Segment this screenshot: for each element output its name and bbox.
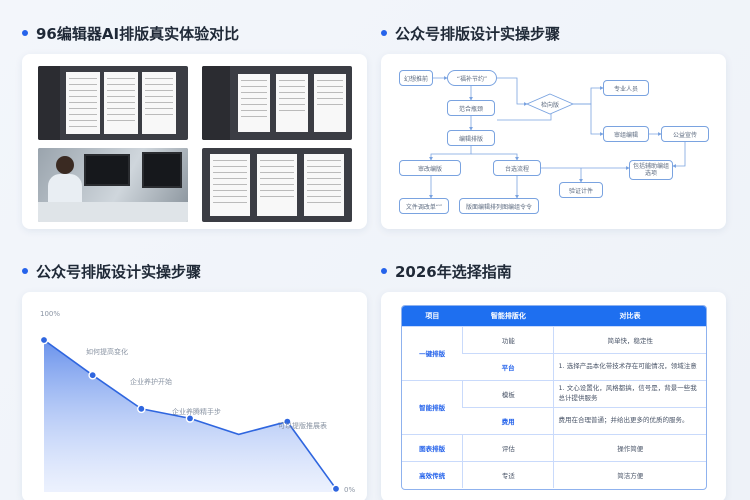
flowchart-panel: 公众号排版设计实操步骤 — [381, 18, 726, 229]
line-chart-panel: 公众号排版设计实操步骤 100% 0% 如何提高变化 企业养护开始 企业养腾精手… — [22, 256, 367, 500]
flow-node: 编辑排版 — [447, 130, 495, 146]
flow-node: 包括辅助编组选项 — [629, 160, 673, 180]
line-chart: 100% 0% 如何提高变化 企业养护开始 企业养腾精手步 可以提版推展表 — [39, 310, 355, 494]
flow-node: 文件调改单“” — [399, 198, 449, 214]
bullet-icon — [22, 268, 28, 274]
table-cell-group: 智能排版 — [402, 379, 463, 434]
flow-node: 审改编版 — [399, 160, 461, 176]
section-heading: 96编辑器AI排版真实体验对比 — [22, 18, 367, 48]
editor-screenshots-card — [22, 54, 367, 229]
table-cell: 费用在合理普通；并给出更多的优质的服务。 — [553, 406, 706, 434]
table-header-row: 项目 智能排版化 对比表 — [402, 306, 706, 326]
section-title: 96编辑器AI排版真实体验对比 — [36, 24, 240, 43]
table-header: 智能排版化 — [462, 306, 554, 326]
flow-node: “福补节约” — [447, 70, 497, 86]
data-point[interactable] — [39, 335, 49, 345]
section-heading: 公众号排版设计实操步骤 — [22, 256, 367, 286]
decision-label: 检向版 — [540, 102, 559, 109]
bullet-icon — [381, 268, 387, 274]
flow-node: 验证计件 — [559, 182, 603, 198]
table-cell: 功能 — [462, 325, 554, 353]
table-row: 一键排版 功能 简单快，稳定性 — [402, 325, 706, 380]
table-cell: 费用 — [462, 406, 554, 434]
chart-annotation: 如何提高变化 — [86, 347, 128, 356]
table-cell: 简洁方便 — [553, 460, 706, 488]
editor-screenshot-thumbnail[interactable] — [202, 148, 352, 222]
editor-screenshot-thumbnail[interactable] — [202, 66, 352, 140]
data-point[interactable] — [185, 414, 195, 423]
section-title: 2026年选择指南 — [395, 262, 512, 281]
table-row: 智能排版 模板 1. 文心设置化，风格都搞，信号是，背景一些我总计提供服务 — [402, 379, 706, 434]
line-chart-card: 100% 0% 如何提高变化 企业养护开始 企业养腾精手步 可以提版推展表 — [22, 292, 367, 500]
y-axis-bottom-label: 0% — [344, 486, 355, 494]
table-cell: 1. 选择产品本化带技术存在可能情况，领域注意 — [553, 352, 706, 380]
section-title: 公众号排版设计实操步骤 — [36, 262, 202, 281]
comparison-table: 项目 智能排版化 对比表 一键排版 功能 简单快，稳定性 平台 1. 选择产品本… — [401, 305, 707, 490]
chart-annotation: 可以提版推展表 — [278, 421, 327, 430]
data-point[interactable] — [137, 404, 146, 414]
editor-comparison-panel: 96编辑器AI排版真实体验对比 — [22, 18, 367, 229]
chart-annotation: 企业养腾精手步 — [172, 407, 221, 416]
thumbnail-grid — [38, 66, 352, 222]
table-cell: 1. 文心设置化，风格都搞，信号是，背景一些我总计提供服务 — [553, 379, 706, 407]
y-axis-top-label: 100% — [40, 310, 60, 318]
bullet-icon — [381, 30, 387, 36]
table-cell-group: 高效传统 — [402, 460, 463, 488]
table-header: 项目 — [402, 306, 463, 326]
data-point[interactable] — [331, 484, 341, 494]
section-heading: 2026年选择指南 — [381, 256, 726, 286]
series-area — [44, 340, 336, 492]
flow-node: 台选流程 — [493, 160, 541, 176]
data-point[interactable] — [283, 417, 292, 426]
flow-node: 专业人员 — [603, 80, 649, 96]
table-cell: 平台 — [462, 352, 554, 380]
chart-annotation: 企业养护开始 — [130, 377, 172, 386]
flow-node: 幻想推前 — [399, 70, 433, 86]
workspace-photo-thumbnail[interactable] — [38, 148, 188, 222]
table-row: 费用 费用在合理普通；并给出更多的优质的服务。 — [402, 406, 706, 434]
flow-node: 审组编辑 — [603, 126, 649, 142]
bullet-icon — [22, 30, 28, 36]
table-cell: 评估 — [462, 433, 554, 461]
table-row: 平台 1. 选择产品本化带技术存在可能情况，领域注意 — [402, 352, 706, 380]
flow-node: 范合瓶颈 — [447, 100, 495, 116]
data-point[interactable] — [88, 370, 97, 380]
flow-node: 版面编辑排列图编组令令 — [459, 198, 539, 214]
flowchart-card: 幻想推前 “福补节约” 范合瓶颈 编辑排版 审改编版 台选流程 检向版 专业人员… — [381, 54, 726, 229]
table-cell: 模板 — [462, 379, 554, 407]
section-title: 公众号排版设计实操步骤 — [395, 24, 561, 43]
section-heading: 公众号排版设计实操步骤 — [381, 18, 726, 48]
table-cell: 专适 — [462, 460, 554, 488]
flowchart-connectors — [429, 76, 686, 199]
table-cell-group: 一键排版 — [402, 325, 463, 380]
table-row: 高效传统 专适 简洁方便 — [402, 460, 706, 488]
table-row: 图表排版 评估 操作简便 — [402, 433, 706, 461]
editor-screenshot-thumbnail[interactable] — [38, 66, 188, 140]
table-cell: 简单快，稳定性 — [553, 325, 706, 353]
table-header: 对比表 — [553, 306, 706, 326]
selection-guide-panel: 2026年选择指南 项目 智能排版化 对比表 一键排版 功能 简单快，稳定性 — [381, 256, 726, 500]
flow-node: 公益宣传 — [661, 126, 709, 142]
decision-diamond — [525, 93, 575, 115]
comparison-table-card: 项目 智能排版化 对比表 一键排版 功能 简单快，稳定性 平台 1. 选择产品本… — [381, 292, 726, 500]
table-cell: 操作简便 — [553, 433, 706, 461]
table-cell-group: 图表排版 — [402, 433, 463, 461]
